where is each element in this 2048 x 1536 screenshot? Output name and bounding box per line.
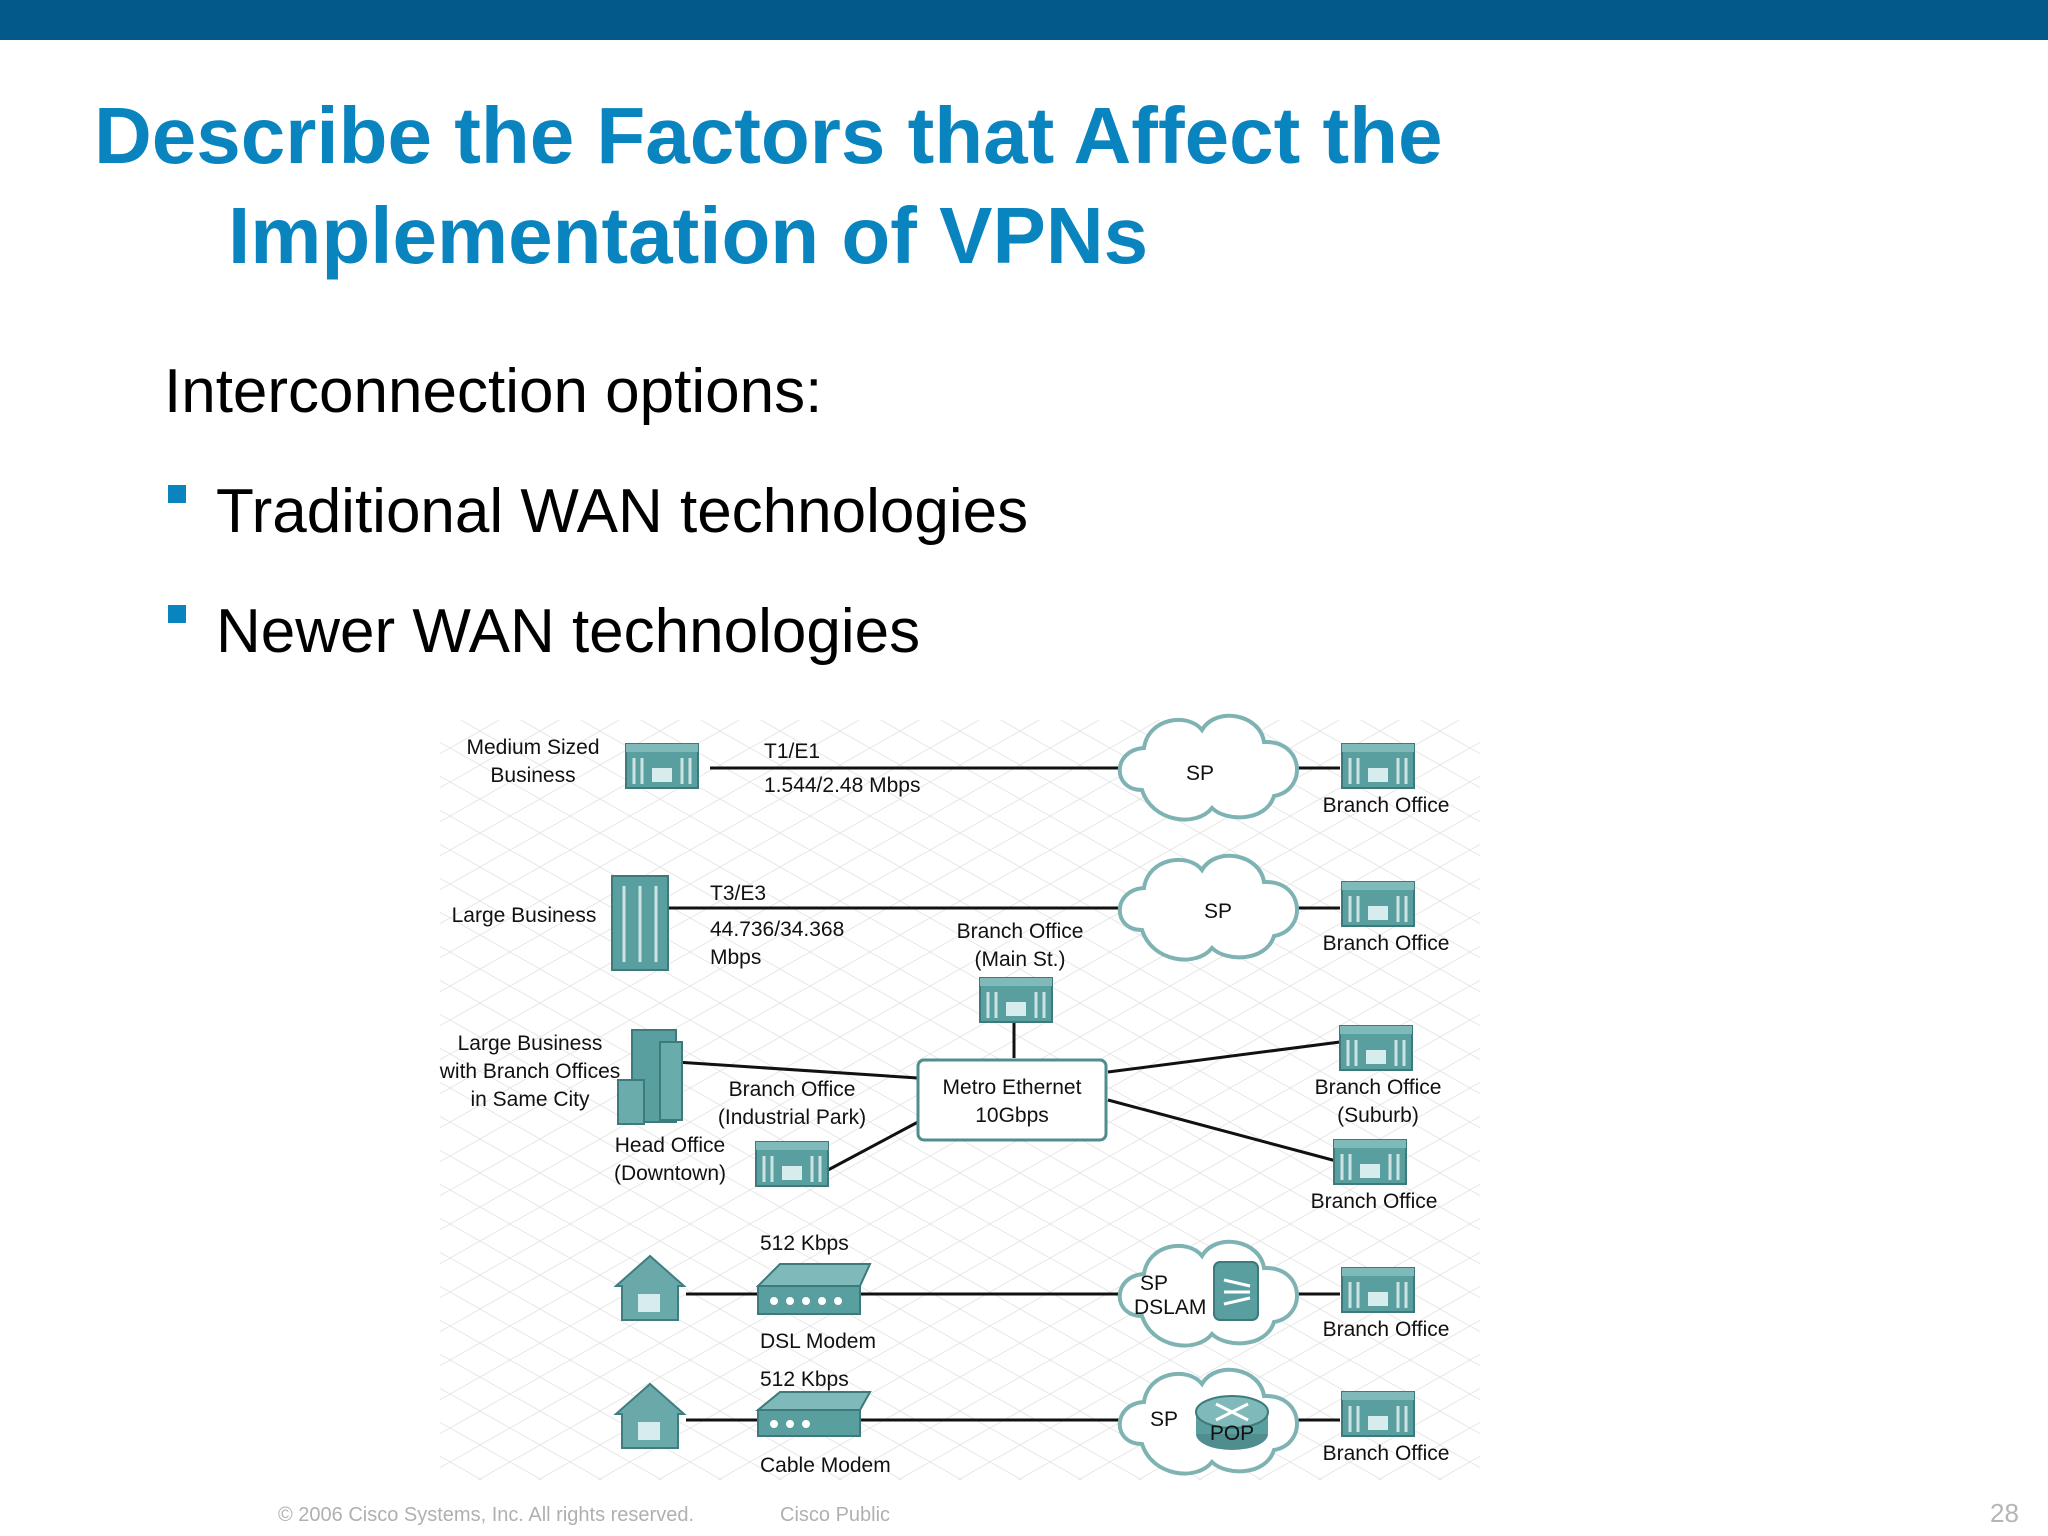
metro-hub-label-1: Metro Ethernet bbox=[943, 1076, 1082, 1099]
row2-left-label: Large Business bbox=[452, 904, 597, 927]
metro-left-label-3: in Same City bbox=[470, 1088, 590, 1111]
row4-cloud-label-1: SP bbox=[1140, 1272, 1168, 1295]
row2-link-1: T3/E3 bbox=[710, 882, 766, 905]
slide-title: Describe the Factors that Affect the Imp… bbox=[94, 86, 1442, 286]
head-office-building-icon bbox=[754, 1140, 830, 1188]
pop-router-icon bbox=[1195, 1395, 1269, 1450]
row5-speed: 512 Kbps bbox=[760, 1368, 849, 1391]
row1-link-1: T1/E1 bbox=[764, 740, 820, 763]
suburb-label-2: (Suburb) bbox=[1337, 1104, 1419, 1127]
head-office-label-2: (Downtown) bbox=[614, 1162, 726, 1185]
row1-link-2: 1.544/2.48 Mbps bbox=[764, 774, 920, 797]
dslam-icon bbox=[1213, 1261, 1259, 1321]
footer-classification: Cisco Public bbox=[780, 1504, 891, 1526]
main-st-label-1: Branch Office bbox=[957, 920, 1084, 943]
row4-right-label: Branch Office bbox=[1323, 1318, 1450, 1341]
footer-copyright: © 2006 Cisco Systems, Inc. All rights re… bbox=[278, 1504, 695, 1526]
medium-business-building-icon bbox=[624, 742, 700, 790]
branch-office-building-icon bbox=[1340, 1390, 1416, 1438]
row5-right-label: Branch Office bbox=[1323, 1442, 1450, 1465]
branch-office-building-icon bbox=[1340, 880, 1416, 928]
cable-modem-icon bbox=[755, 1391, 872, 1437]
row5-device: Cable Modem bbox=[760, 1454, 891, 1477]
industrial-label-2: (Industrial Park) bbox=[718, 1106, 866, 1129]
row1-left-label-1: Medium Sized bbox=[466, 736, 599, 759]
row4-cloud-label-2: DSLAM bbox=[1134, 1296, 1206, 1319]
row1-right-label: Branch Office bbox=[1323, 794, 1450, 817]
metro-ethernet-box bbox=[916, 1058, 1108, 1142]
metro-hub-label-2: 10Gbps bbox=[975, 1104, 1049, 1127]
bullet-square-icon bbox=[168, 604, 186, 623]
row2-cloud-label: SP bbox=[1204, 900, 1232, 923]
metro-left-label-2: with Branch Offices bbox=[439, 1060, 621, 1083]
branch-office-building-icon bbox=[978, 976, 1054, 1024]
top-bar bbox=[0, 0, 2048, 40]
link-line bbox=[827, 1120, 919, 1172]
link-line bbox=[675, 1060, 919, 1080]
main-st-label-2: (Main St.) bbox=[974, 948, 1065, 971]
bullet-item: Traditional WAN technologies bbox=[168, 476, 1028, 548]
row5-pop-label: POP bbox=[1210, 1422, 1254, 1445]
row2-link-3: Mbps bbox=[710, 946, 761, 969]
link-line bbox=[1107, 1040, 1341, 1074]
large-business-campus-icon bbox=[617, 1029, 683, 1125]
row4-speed: 512 Kbps bbox=[760, 1232, 849, 1255]
link-line bbox=[1107, 1098, 1341, 1164]
suburb-label-1: Branch Office bbox=[1315, 1076, 1442, 1099]
title-line-2: Implementation of VPNs bbox=[228, 191, 1149, 280]
head-office-label-1: Head Office bbox=[615, 1134, 726, 1157]
bullet-item: Newer WAN technologies bbox=[168, 596, 920, 668]
bullet-text: Newer WAN technologies bbox=[216, 597, 921, 666]
dsl-modem-icon bbox=[755, 1263, 872, 1315]
row2-link-2: 44.736/34.368 bbox=[710, 918, 844, 941]
row1-left-label-2: Business bbox=[490, 764, 575, 787]
page-number: 28 bbox=[1990, 1498, 2019, 1528]
large-business-tower-icon bbox=[611, 875, 669, 971]
title-line-1: Describe the Factors that Affect the bbox=[94, 91, 1443, 180]
branch-office-building-icon bbox=[1340, 742, 1416, 790]
branch-office-building-icon bbox=[1340, 1266, 1416, 1314]
metro-left-label-1: Large Business bbox=[458, 1032, 603, 1055]
bullet-text: Traditional WAN technologies bbox=[216, 477, 1029, 546]
row2-right-label: Branch Office bbox=[1323, 932, 1450, 955]
subheading: Interconnection options: bbox=[164, 357, 823, 426]
bullet-square-icon bbox=[168, 484, 186, 503]
industrial-label-1: Branch Office bbox=[729, 1078, 856, 1101]
row4-device: DSL Modem bbox=[760, 1330, 876, 1353]
row5-cloud-label: SP bbox=[1150, 1408, 1178, 1431]
row1-cloud-label: SP bbox=[1186, 762, 1214, 785]
branch-office-building-icon bbox=[1338, 1024, 1414, 1072]
branch-office-building-icon bbox=[1332, 1138, 1408, 1186]
metro-branch-label: Branch Office bbox=[1311, 1190, 1438, 1213]
